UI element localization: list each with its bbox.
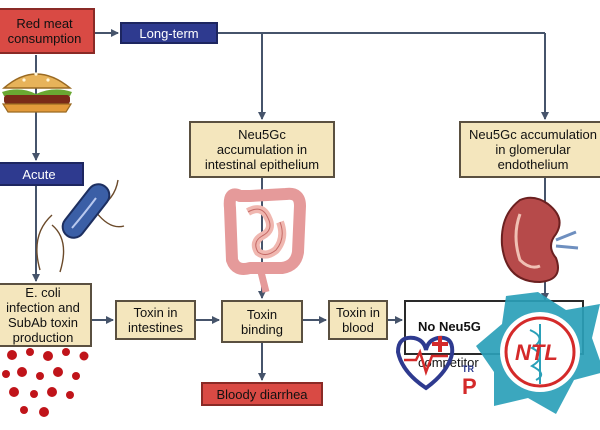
ntl-logo-icon bbox=[476, 292, 600, 414]
node-ecoli: E. coli infection and SubAb toxin produc… bbox=[0, 283, 92, 347]
burger-icon bbox=[1, 72, 73, 113]
heart-logo-icon bbox=[395, 335, 455, 391]
node-long-term: Long-term bbox=[120, 22, 218, 44]
node-neu5gc-intestinal: Neu5Gc accumulation in intestinal epithe… bbox=[189, 121, 335, 178]
node-acute: Acute bbox=[0, 162, 84, 186]
watermark-side-text-1: TR bbox=[462, 364, 474, 374]
intestine-icon bbox=[223, 187, 306, 293]
node-bloody-diarrhea: Bloody diarrhea bbox=[201, 382, 323, 406]
node-toxin-blood: Toxin in blood bbox=[328, 300, 388, 340]
node-toxin-binding: Toxin binding bbox=[221, 300, 303, 343]
node-neu5gc-glomerular: Neu5Gc accumulation in glomerular endoth… bbox=[459, 121, 600, 178]
bacterium-icon bbox=[36, 179, 125, 273]
node-red-meat: Red meat consumption bbox=[0, 8, 95, 54]
node-toxin-intestines: Toxin in intestines bbox=[115, 300, 196, 340]
ntl-logo-letters: NTL bbox=[515, 340, 558, 365]
kidney-icon bbox=[500, 196, 579, 284]
toxin-dots bbox=[2, 348, 89, 417]
watermark-side-text-2: P bbox=[462, 374, 477, 399]
node-no-neu5gc-label: No Neu5G bbox=[418, 319, 481, 334]
